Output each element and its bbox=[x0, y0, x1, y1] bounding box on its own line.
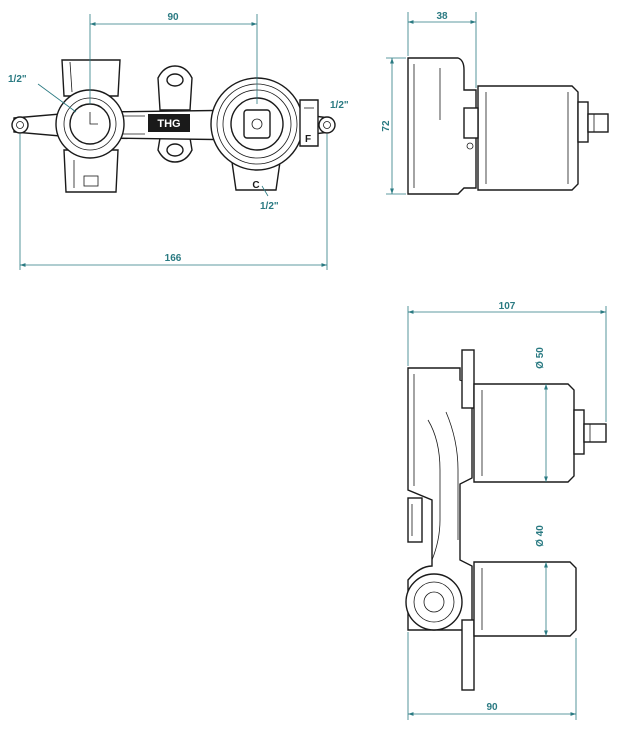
label-left-port: 1/2" bbox=[8, 74, 27, 85]
left-mounting-tab bbox=[11, 113, 61, 137]
dim-diameter-50-label: Ø 50 bbox=[535, 347, 546, 369]
left-valve bbox=[55, 89, 125, 159]
label-right-port: 1/2" bbox=[330, 100, 349, 111]
marker-c: C bbox=[252, 180, 259, 191]
side-view: 38 72 bbox=[381, 11, 609, 195]
dim-diameter-40-label: Ø 40 bbox=[535, 525, 546, 547]
dim-72: 72 bbox=[381, 57, 406, 195]
dim-90-bottom: 90 bbox=[407, 632, 577, 720]
dim-38: 38 bbox=[407, 11, 477, 88]
bottom-mounting-ear bbox=[157, 137, 193, 163]
dim-38-label: 38 bbox=[436, 11, 448, 22]
dim-90-top-label: 90 bbox=[167, 12, 179, 23]
logo-text: THG bbox=[157, 118, 180, 130]
dim-166: 166 bbox=[19, 134, 328, 270]
dim-72-label: 72 bbox=[381, 120, 392, 132]
label-bottom-port: 1/2" bbox=[260, 201, 279, 212]
right-valve bbox=[210, 77, 319, 191]
port-labels: 1/2" 1/2" 1/2" bbox=[8, 74, 349, 212]
dim-107-label: 107 bbox=[499, 301, 516, 312]
dim-90-top: 90 bbox=[89, 12, 258, 104]
front-view: THG C F 90 bbox=[8, 12, 349, 270]
dim-107: 107 bbox=[407, 301, 607, 422]
dim-166-label: 166 bbox=[165, 253, 182, 264]
dim-diameter-40: Ø 40 bbox=[535, 525, 548, 636]
dim-90-bottom-label: 90 bbox=[486, 702, 498, 713]
top-view: 107 Ø 50 Ø 40 90 bbox=[405, 301, 607, 720]
dim-diameter-50: Ø 50 bbox=[535, 347, 548, 482]
top-mounting-ear bbox=[157, 65, 193, 111]
logo-plate: THG bbox=[148, 114, 190, 132]
marker-f: F bbox=[305, 134, 311, 145]
